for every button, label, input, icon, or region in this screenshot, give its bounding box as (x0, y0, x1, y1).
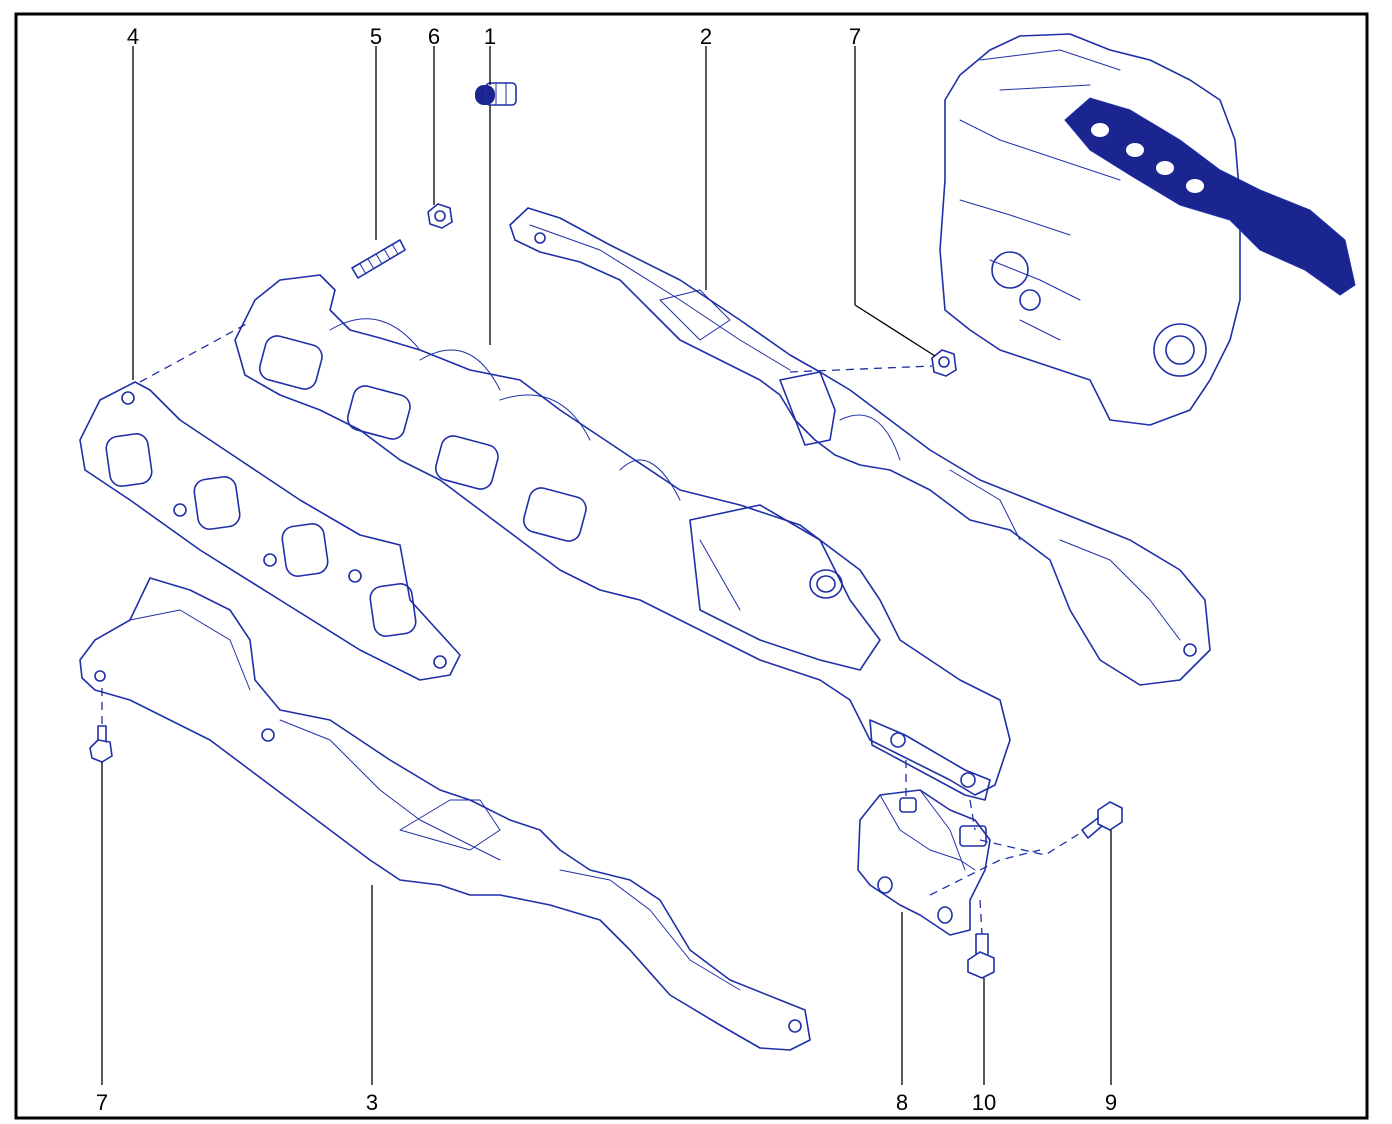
heat-shield-nut-top (931, 349, 957, 377)
callout-2: 2 (700, 24, 712, 49)
heat-shield-bolt-left (89, 725, 113, 763)
engine-inset (939, 33, 1356, 426)
lower-heat-shield (79, 577, 811, 1051)
inset-highlighted-manifold (1064, 97, 1356, 296)
exhaust-manifold (234, 274, 1011, 801)
callout-10: 10 (972, 1090, 996, 1115)
bracket-bolt-side (1081, 801, 1123, 839)
callout-9: 9 (1105, 1090, 1117, 1115)
callout-3: 3 (366, 1090, 378, 1115)
manifold-stud (351, 239, 406, 279)
callout-8: 8 (896, 1090, 908, 1115)
exhaust-sensor (475, 82, 517, 106)
upper-heat-shield (509, 207, 1211, 686)
callout-4: 4 (127, 24, 139, 49)
parts-drawing (79, 33, 1356, 1051)
callout-5: 5 (370, 24, 382, 49)
callout-labels: 1 2 3 4 5 6 7 7 8 9 10 (96, 24, 1117, 1115)
manifold-gasket (79, 381, 461, 681)
mounting-bracket (857, 789, 991, 936)
bracket-bolt-bottom (967, 933, 995, 979)
callout-7-top: 7 (849, 24, 861, 49)
callout-6: 6 (428, 24, 440, 49)
diagram-frame (14, 12, 1369, 1120)
manifold-nut (427, 203, 453, 229)
callout-1: 1 (484, 24, 496, 49)
callout-7-bottom: 7 (96, 1090, 108, 1115)
assembly-dashed-lines (101, 321, 1083, 935)
leader-lines (101, 46, 1112, 1085)
